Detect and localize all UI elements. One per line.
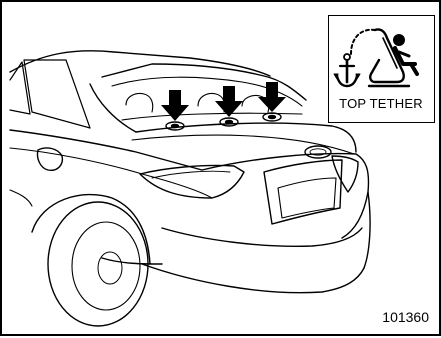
bumper-lower [142, 264, 364, 293]
child-head [393, 34, 405, 46]
tail-light-left-inner [152, 171, 230, 178]
c-pillar [90, 84, 136, 132]
side-window-rear [24, 60, 90, 128]
roof-line [10, 51, 270, 76]
body-lower [102, 258, 162, 264]
tail-light-left [140, 165, 244, 198]
arrow-middle [215, 86, 243, 117]
figure-number: 101360 [382, 309, 429, 325]
rear-bumper [162, 228, 362, 246]
anchor-fluke-right [356, 74, 360, 79]
license-plate-recess [264, 160, 342, 224]
trunk-lid-edge [132, 135, 354, 154]
rear-wheel-hub [98, 252, 122, 284]
emblem [305, 146, 331, 158]
top-tether-symbol-box: TOP TETHER [328, 15, 435, 123]
arrow-left [161, 90, 189, 121]
tether-anchor-right-inner [269, 115, 276, 118]
rear-wheel-rim [72, 222, 140, 310]
headrest-left [126, 93, 153, 112]
rear-door-edge [10, 190, 32, 206]
anchor-fluke-left [334, 74, 338, 79]
wheel-arch [32, 195, 150, 264]
license-plate [278, 178, 336, 218]
anchor-child-seat-icon [329, 16, 433, 106]
top-tether-label: TOP TETHER [329, 96, 433, 111]
trunk-lid [136, 123, 356, 152]
tether-strap [351, 30, 375, 54]
